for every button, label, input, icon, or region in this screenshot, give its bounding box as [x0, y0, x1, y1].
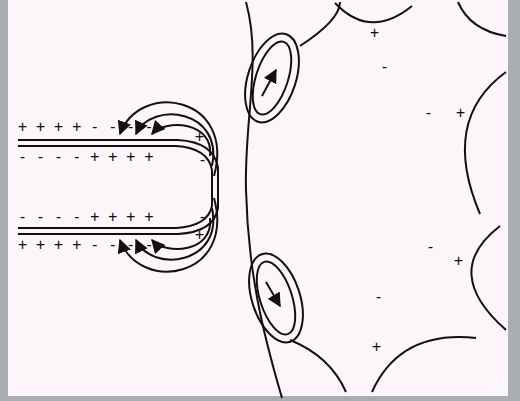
- charge-sign: -: [198, 210, 207, 225]
- charge-sign: +: [456, 106, 465, 121]
- cell-outline: [300, 2, 340, 46]
- cell-outline: [290, 340, 346, 392]
- charge-sign: -: [380, 60, 389, 75]
- charge-row: - - - - + + + +: [18, 210, 153, 225]
- background-panel: [8, 0, 508, 396]
- cell-outline: [458, 2, 506, 36]
- current-loop: [245, 37, 299, 119]
- cell-outline: [471, 226, 506, 330]
- charge-sign: +: [372, 340, 381, 355]
- charge-sign: +: [370, 26, 379, 41]
- current-loop: [235, 27, 309, 129]
- current-loop: [249, 257, 303, 339]
- current-loop: [239, 247, 313, 349]
- charge-sign: +: [195, 228, 204, 243]
- charge-row: - - - - + + + +: [18, 150, 153, 165]
- charge-sign: -: [198, 153, 207, 168]
- loop-arrow: [266, 282, 280, 306]
- charge-row: + + + + - - - -: [18, 238, 153, 253]
- cell-outline: [372, 337, 476, 392]
- cell-outline: [465, 72, 506, 214]
- axon-membrane-inner: [18, 146, 212, 228]
- charge-sign: -: [374, 290, 383, 305]
- cell-outline: [335, 3, 412, 22]
- charge-sign: +: [454, 254, 463, 269]
- charge-row: + + + + - - - -: [18, 120, 153, 135]
- charge-sign: -: [426, 240, 435, 255]
- field-line: [152, 125, 210, 156]
- loop-arrow: [262, 70, 276, 96]
- charge-sign: -: [424, 106, 433, 121]
- charge-sign: +: [195, 130, 204, 145]
- axon-membrane-outer: [18, 140, 218, 234]
